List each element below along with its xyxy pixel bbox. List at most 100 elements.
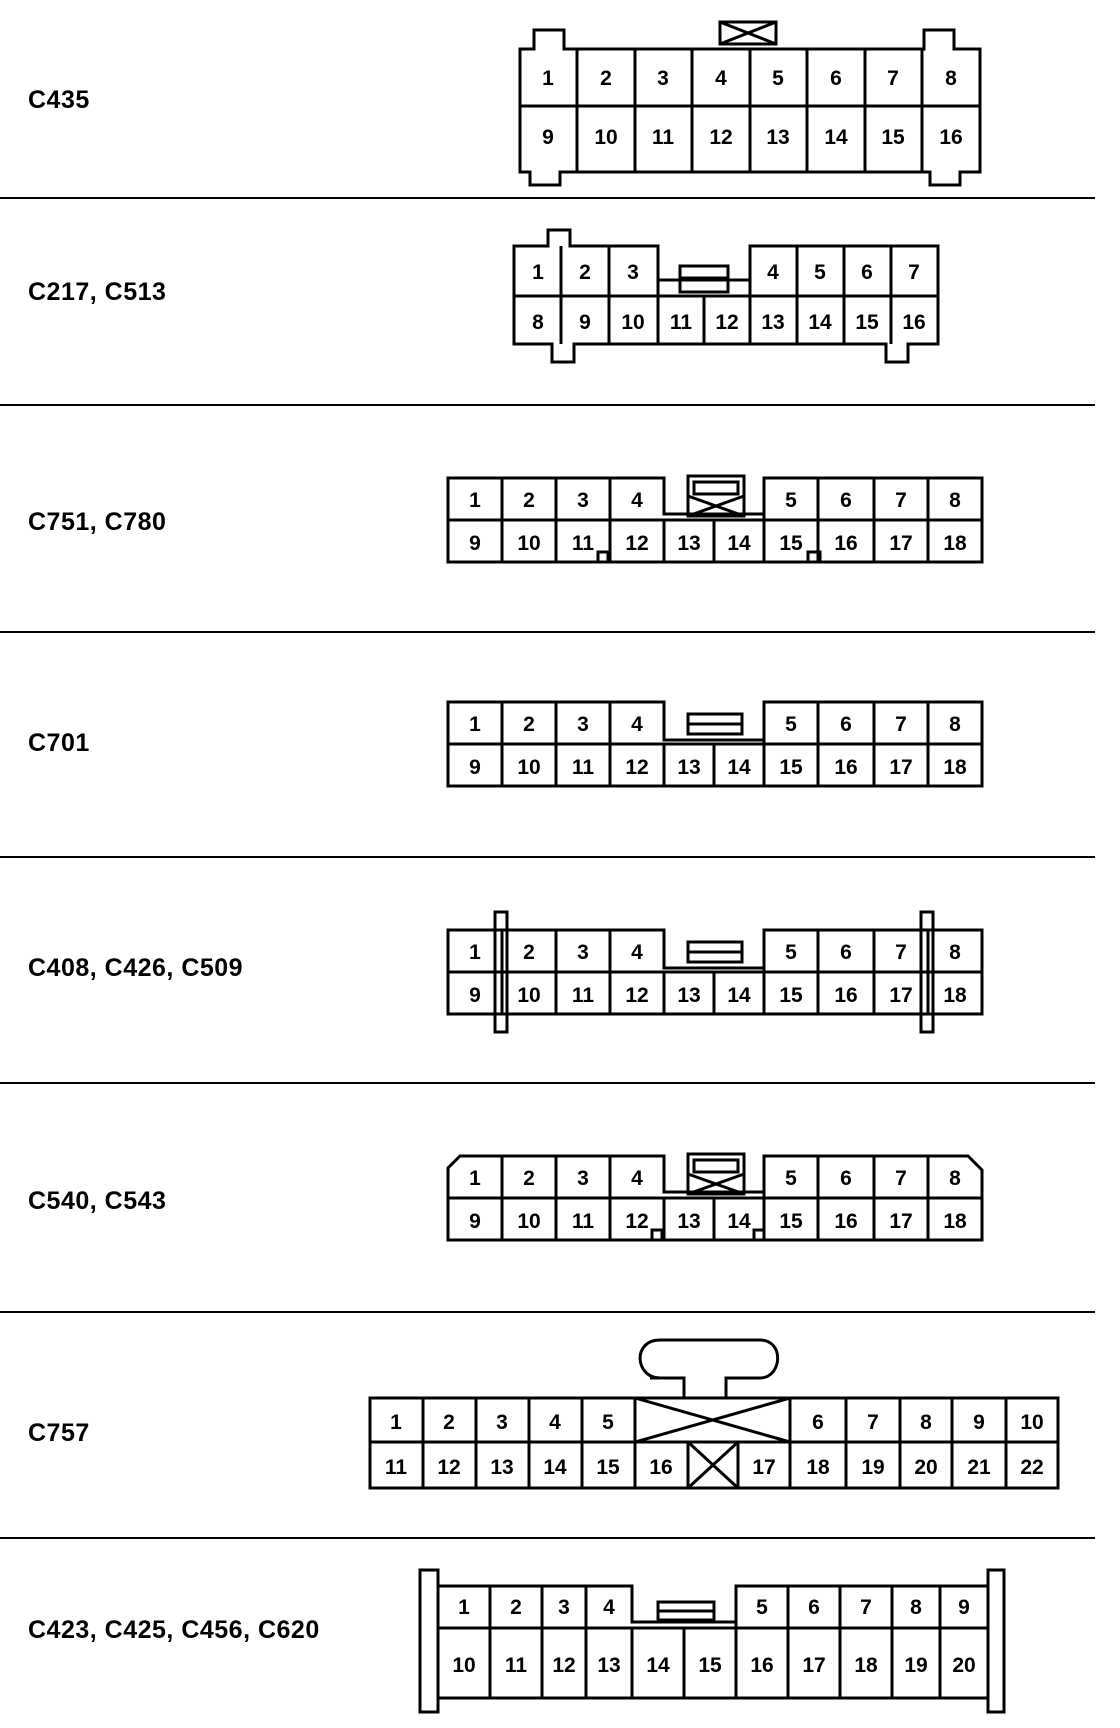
pin-label: 8 [949,713,961,736]
pin-label: 18 [943,1210,967,1233]
pin-label: 11 [572,756,595,779]
pin-label: 16 [649,1456,672,1479]
pin-label: 9 [469,532,481,555]
pin-label: 4 [631,713,643,736]
section-divider [0,197,1095,199]
pin-label: 7 [867,1411,879,1434]
pin-label: 12 [625,532,648,555]
connector-diagram-c701: 1 2 3 4 5 6 7 8 9 10 11 12 13 14 15 16 1… [446,700,984,788]
pin-label: 1 [469,489,481,512]
pin-label: 4 [631,941,643,964]
pin-label: 13 [490,1456,513,1479]
pin-label: 1 [532,261,544,284]
connector-diagram-c408-c426-c509: 1 2 3 4 5 6 7 8 9 10 11 12 13 14 15 16 1… [446,910,984,1034]
pin-label: 14 [727,984,751,1007]
pin-label: 5 [602,1411,614,1434]
pin-label: 21 [967,1456,991,1479]
pin-label: 9 [469,1210,481,1233]
pin-label: 1 [542,67,554,90]
pin-label: 2 [523,941,535,964]
pin-label: 12 [625,756,648,779]
pin-label: 1 [390,1411,402,1434]
pin-label: 16 [902,311,925,334]
pin-label: 4 [767,261,779,284]
connector-label: C423, C425, C456, C620 [28,1616,320,1644]
pin-label: 14 [543,1456,567,1479]
pin-label: 10 [621,311,644,334]
pin-label: 9 [542,126,554,149]
pin-label: 4 [715,67,727,90]
pin-label: 15 [779,532,803,555]
pin-label: 6 [861,261,873,284]
pin-label: 11 [572,1210,595,1233]
pin-label: 9 [973,1411,985,1434]
connector-diagram-c751-c780: 1 2 3 4 5 6 7 8 9 10 11 12 13 14 15 16 1… [446,474,984,564]
pin-label: 2 [523,1167,535,1190]
pin-label: 8 [532,311,544,334]
pin-label: 16 [750,1654,773,1677]
pin-label: 10 [517,1210,540,1233]
pin-label: 10 [517,756,540,779]
pin-label: 1 [469,713,481,736]
pin-label: 8 [910,1596,922,1619]
pin-label: 15 [779,984,803,1007]
pin-label: 13 [766,126,789,149]
pin-label: 6 [840,941,852,964]
pin-label: 17 [802,1654,825,1677]
connector-label: C217, C513 [28,278,167,306]
pin-label: 3 [657,67,669,90]
pin-label: 19 [904,1654,927,1677]
connector-diagram-c423-c425-c456-c620: 1 2 3 4 5 6 7 8 9 10 11 12 13 14 15 16 1… [418,1568,1006,1714]
pin-label: 17 [752,1456,775,1479]
pin-label: 14 [646,1654,670,1677]
pin-label: 11 [652,126,675,149]
connector-diagram-c540-c543: 1 2 3 4 5 6 7 8 9 10 11 12 13 14 15 16 1… [446,1152,984,1242]
connector-label: C757 [28,1419,90,1447]
connector-label: C435 [28,86,90,114]
pin-label: 16 [834,756,857,779]
pin-label: 6 [812,1411,824,1434]
connector-diagram-c435: 1 2 3 4 5 6 7 8 9 10 11 12 13 14 15 16 [518,20,982,187]
pin-label: 3 [577,941,589,964]
pin-label: 14 [808,311,832,334]
pin-label: 7 [895,941,907,964]
pin-label: 15 [779,1210,803,1233]
pin-label: 8 [945,67,957,90]
section-divider [0,856,1095,858]
pin-label: 5 [785,713,797,736]
pin-label: 10 [452,1654,475,1677]
pin-label: 14 [727,532,751,555]
pin-label: 7 [860,1596,872,1619]
pin-label: 14 [727,1210,751,1233]
pin-label: 10 [517,532,540,555]
pin-label: 18 [943,756,967,779]
pin-label: 13 [597,1654,620,1677]
pin-label: 1 [469,941,481,964]
pin-label: 14 [824,126,848,149]
pin-label: 13 [677,756,700,779]
pin-label: 10 [594,126,617,149]
pin-label: 2 [523,713,535,736]
pin-label: 17 [889,532,912,555]
pin-label: 11 [572,532,595,555]
pin-label: 10 [517,984,540,1007]
pin-label: 3 [577,489,589,512]
pin-label: 9 [469,756,481,779]
pin-label: 1 [469,1167,481,1190]
pin-label: 3 [558,1596,570,1619]
pin-label: 16 [834,984,857,1007]
pin-label: 6 [840,1167,852,1190]
pin-label: 1 [458,1596,470,1619]
pin-label: 11 [572,984,595,1007]
connector-label: C701 [28,729,90,757]
pin-label: 2 [523,489,535,512]
pin-label: 2 [510,1596,522,1619]
connector-diagram-c217-c513: 1 2 3 4 5 6 7 8 9 10 11 12 13 14 15 16 [512,228,940,364]
pin-label: 20 [952,1654,975,1677]
pin-label: 20 [914,1456,937,1479]
pin-label: 12 [625,984,648,1007]
connector-label: C751, C780 [28,508,167,536]
pin-label: 8 [949,1167,961,1190]
pin-label: 5 [785,1167,797,1190]
pin-label: 13 [761,311,784,334]
